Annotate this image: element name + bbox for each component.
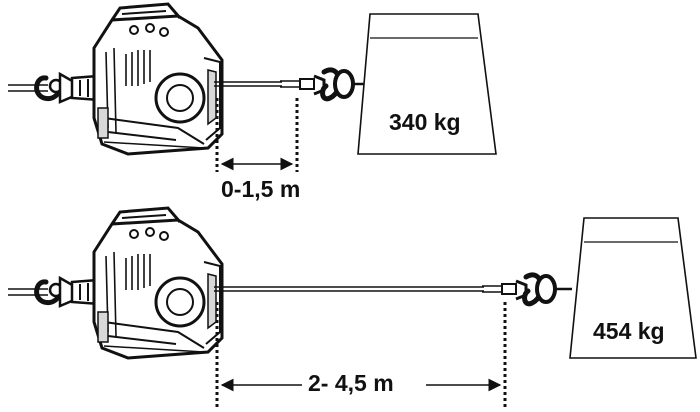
weight-label-bottom: 454 kg xyxy=(593,318,665,344)
winch-bottom xyxy=(8,208,222,358)
load-hook-bottom xyxy=(482,275,555,304)
distance-label-top: 0-1,5 m xyxy=(221,176,301,202)
winch-top xyxy=(8,4,222,154)
weight-block-top xyxy=(357,13,497,155)
weight-label-top: 340 kg xyxy=(389,109,461,135)
load-hook-top xyxy=(280,70,353,99)
weight-block-bottom xyxy=(569,217,697,359)
distance-label-bottom: 2- 4,5 m xyxy=(308,370,394,396)
